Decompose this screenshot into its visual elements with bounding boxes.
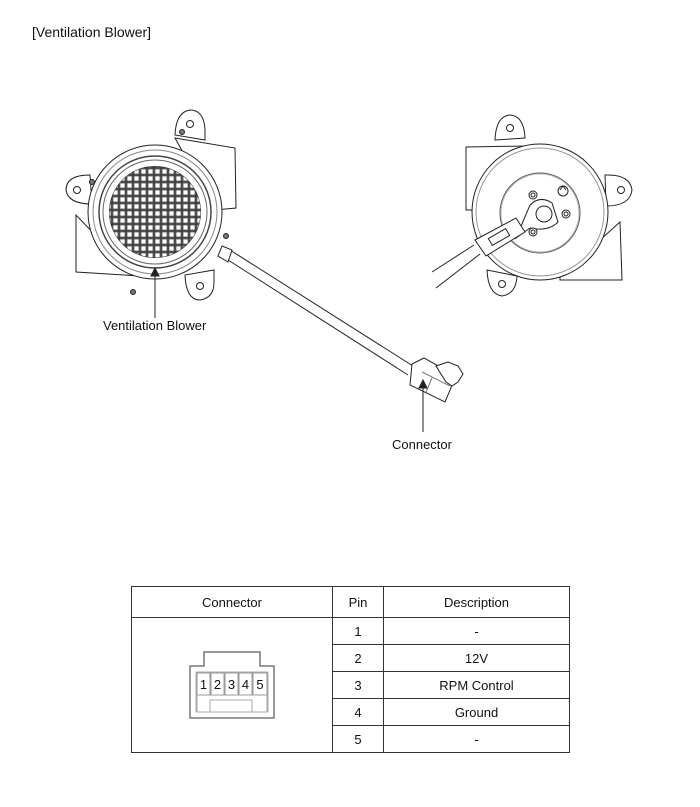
pin-box-2 [210, 672, 225, 695]
description-cell: - [383, 617, 570, 645]
table-row: 5 - [132, 725, 570, 753]
pin-box-1 [196, 672, 211, 695]
connector-pin-table: Connector Pin Description 1 2 3 [131, 586, 570, 753]
header-description: Description [383, 586, 570, 618]
blower-rear-view [465, 114, 633, 297]
wire-harness [217, 245, 414, 376]
pin-cell: 5 [332, 725, 384, 753]
connector-diagram-cell: 1 2 3 4 5 [131, 617, 333, 753]
pin-number-4: 4 [242, 677, 249, 692]
table-row: 1 2 3 4 5 1 - [131, 617, 570, 753]
blower-illustration [65, 109, 633, 432]
section-title: [Ventilation Blower] [32, 24, 152, 40]
pin-number-5: 5 [256, 677, 263, 692]
description-cell: RPM Control [383, 671, 570, 699]
leader-lines [150, 266, 428, 432]
pin-cell: 3 [332, 671, 384, 699]
pin-cell: 4 [332, 698, 384, 726]
pin-boxes [196, 672, 268, 695]
table-row: 2 12V [132, 644, 570, 672]
pin-cell: 1 [332, 617, 384, 645]
pin-number-2: 2 [214, 677, 221, 692]
ventilation-blower-label: Ventilation Blower [103, 318, 207, 333]
pin-cell: 2 [332, 644, 384, 672]
blower-front-view [65, 109, 237, 301]
connector-drawing [409, 357, 464, 403]
header-pin: Pin [332, 586, 384, 618]
rear-wire-harness [431, 244, 481, 289]
pin-box-4 [238, 672, 253, 695]
table-row: 3 RPM Control [132, 671, 570, 699]
connector-pinout-diagram: 1 2 3 4 5 [189, 651, 275, 718]
connector-label: Connector [392, 437, 452, 452]
pin-box-3 [224, 672, 239, 695]
table-header-row: Connector Pin Description [131, 586, 570, 618]
table-row: 4 Ground [132, 698, 570, 726]
description-cell: 12V [383, 644, 570, 672]
pin-number-3: 3 [228, 677, 235, 692]
description-cell: Ground [383, 698, 570, 726]
header-connector: Connector [131, 586, 333, 618]
pin-box-5 [252, 672, 268, 695]
description-cell: - [383, 725, 570, 753]
pin-number-1: 1 [200, 677, 207, 692]
